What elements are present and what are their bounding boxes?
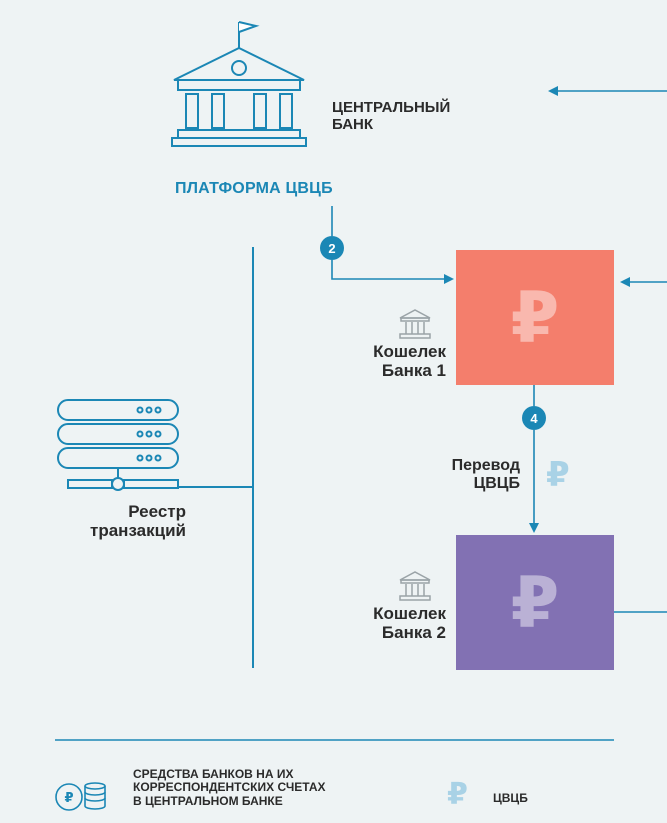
legend-cbdc-ruble-icon: ₽ <box>447 777 468 812</box>
central-bank-building-icon <box>171 21 307 147</box>
ruble-icon: ₽ <box>510 276 560 359</box>
transfer-label: Перевод ЦВЦБ <box>451 457 520 492</box>
step2-to-wallet1-arrow <box>331 260 454 284</box>
ruble-icon: ₽ <box>510 561 560 644</box>
wallet-bank2-box: ₽ <box>456 535 614 670</box>
legend-bank-funds-label: СРЕДСТВА БАНКОВ НА ИХ КОРРЕСПОНДЕНТСКИХ … <box>133 767 326 808</box>
cbdc-platform-label: ПЛАТФОРМА ЦВЦБ <box>175 180 333 197</box>
bank1-building-icon <box>399 309 431 339</box>
server-registry-icon <box>57 399 179 491</box>
legend-coin-ruble: ₽ <box>64 791 73 806</box>
legend-cbdc-label: ЦВЦБ <box>493 791 528 805</box>
step-4-badge: 4 <box>522 406 546 430</box>
step-2-badge: 2 <box>320 236 344 260</box>
bank-funds-coins-icon: ₽ <box>55 782 106 811</box>
wallet-bank1-box: ₽ <box>456 250 614 385</box>
transaction-registry-label: Реестр транзакций <box>90 502 186 541</box>
central-bank-label: ЦЕНТРАЛЬНЫЙ БАНК <box>332 99 451 133</box>
wallet-bank1-label: Кошелек Банка 1 <box>373 342 446 381</box>
transfer-ruble-icon: ₽ <box>546 455 570 495</box>
wallet-bank2-label: Кошелек Банка 2 <box>373 604 446 643</box>
bank2-building-icon <box>399 571 431 601</box>
